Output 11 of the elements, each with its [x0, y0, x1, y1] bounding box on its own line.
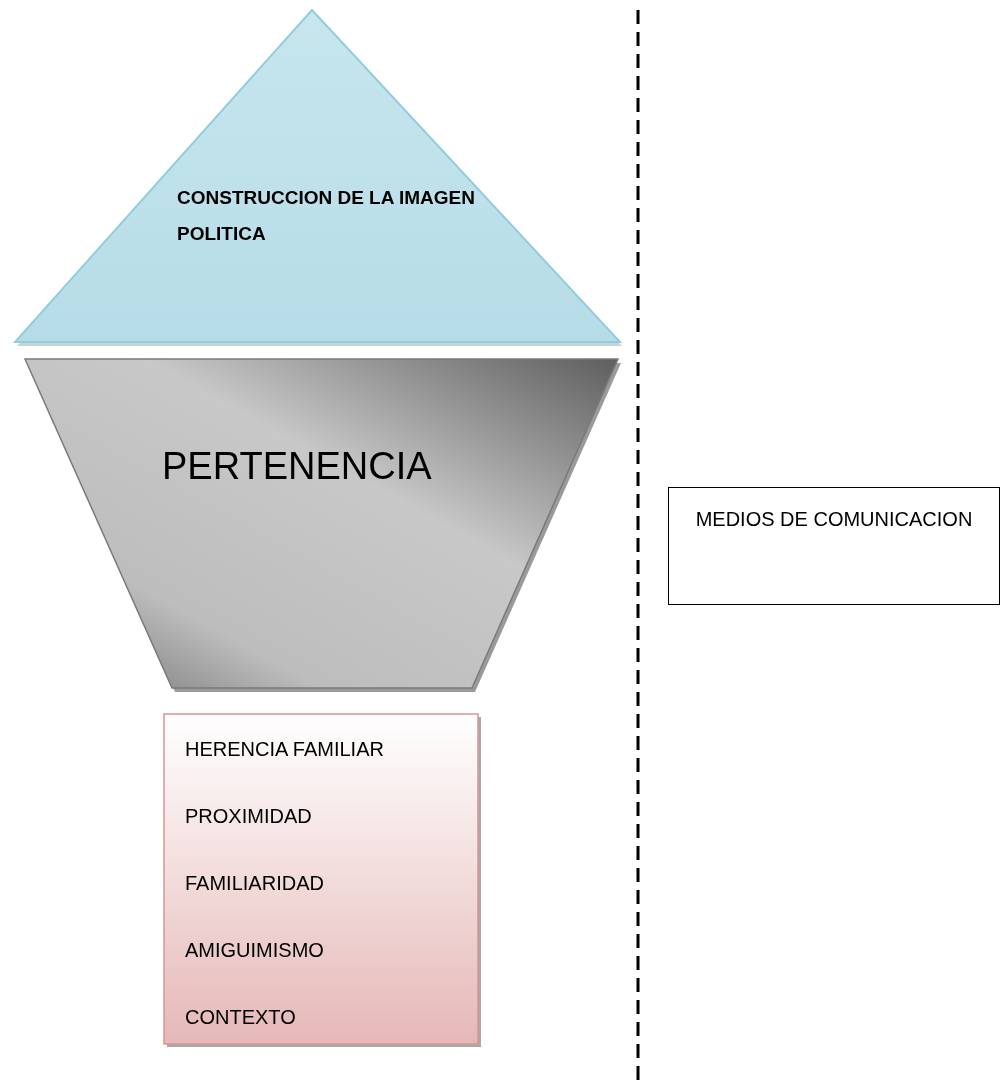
- triangle-shape: [12, 8, 624, 348]
- shape-label: CONSTRUCCION DE LA IMAGEN POLITICA: [177, 186, 477, 247]
- text-box: [668, 487, 1000, 605]
- list-item: CONTEXTO: [185, 1005, 297, 1029]
- shape-label: MEDIOS DE COMUNICACION: [694, 507, 974, 532]
- list-panel: [163, 713, 483, 1049]
- list-item: HERENCIA FAMILIAR: [185, 737, 385, 761]
- list-item: FAMILIARIDAD: [185, 871, 325, 895]
- shape-title: PERTENENCIA: [162, 444, 433, 489]
- list-item: PROXIMIDAD: [185, 804, 313, 828]
- list-item: AMIGUIMISMO: [185, 938, 325, 962]
